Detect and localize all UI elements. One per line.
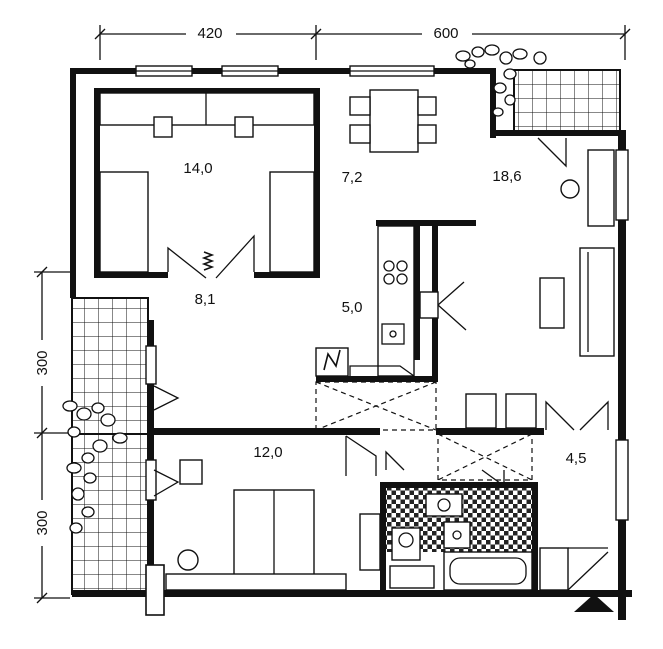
dimension-top-right: 600 — [433, 25, 458, 42]
bed-top — [99, 92, 315, 273]
room-area-bedroom-bottom: 12,0 — [253, 444, 282, 461]
windows — [135, 65, 629, 616]
room-area-dining: 7,2 — [342, 169, 363, 186]
entrance-triangle-icon — [574, 594, 614, 612]
bathroom — [385, 450, 533, 591]
room-area-bedroom-top: 14,0 — [183, 160, 212, 177]
bedroom-top-door — [167, 234, 255, 279]
room-area-hall: 8,1 — [195, 291, 216, 308]
living-room-furniture — [465, 137, 615, 429]
room-area-storage: 4,5 — [566, 450, 587, 467]
bed-bottom — [153, 435, 381, 591]
room-area-living: 18,6 — [492, 168, 521, 185]
room-area-kitchen: 5,0 — [342, 299, 363, 316]
dining-table — [349, 89, 437, 153]
kitchen-counter — [315, 225, 467, 377]
dimension-top-left: 420 — [197, 25, 222, 42]
storage-room — [539, 400, 609, 591]
balcony-left — [71, 297, 149, 595]
dimension-left-upper: 300 — [34, 350, 51, 375]
exterior-walls — [70, 68, 632, 620]
balcony-top-right — [513, 69, 621, 133]
plant-left-icon — [62, 400, 128, 534]
dimension-left-lower: 300 — [34, 510, 51, 535]
bedroom-top-walls — [94, 88, 320, 278]
interior-walls — [148, 428, 544, 594]
plant-top-right-icon — [455, 44, 547, 117]
